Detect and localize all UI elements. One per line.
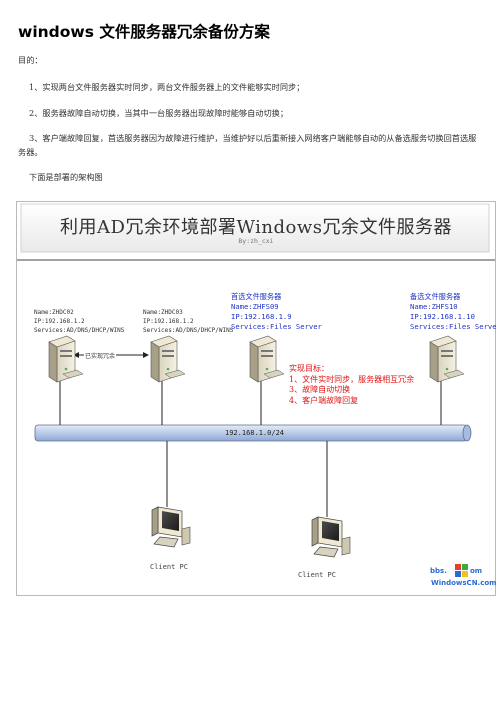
purpose-label: 目的： [18,55,43,65]
banner [17,203,495,261]
purpose-item-3: 3、客户端故障回复，首选服务器因为故障进行维护，当维护好以后重新接入网络客户端能… [18,133,477,157]
diagram-graphics [17,203,495,577]
watermark-bottom: WindowsCN.com [431,579,496,587]
architecture-diagram: 利用AD冗余环境部署Windows冗余文件服务器 By:zh_cxi Name:… [16,201,496,596]
server-zhfs10-label: 备选文件服务器 Name:ZHFS10 IP:192.168.1.10 Serv… [410,292,496,331]
diagram-banner-subtitle: By:zh_cxi [238,237,274,245]
server-zhdc02-label: Name:ZHDC02 IP:192.168.1.2 Services:AD/D… [34,309,125,334]
network-bar [34,424,472,442]
server-zhfs09-label: 首选文件服务器 Name:ZHFS09 IP:192.168.1.9 Servi… [231,292,322,331]
goal-item-3: 4、客户端故障回复 [289,395,359,405]
watermark-top-right: om [470,567,483,575]
goal-item-1: 1、文件实时同步，服务器相互冗余 [289,374,415,384]
goal-item-2: 3、故障自动切换 [289,385,351,394]
goals-box: 实现目标： 1、文件实时同步，服务器相互冗余 3、故障自动切换 4、客户端故障回… [289,364,414,406]
client-pc-label-2: Client PC [298,571,336,579]
server-zhdc03-label: Name:ZHDC03 IP:192.168.1.2 Services:AD/D… [143,309,234,334]
connector-lines [59,380,442,517]
intro-text: 下面是部署的架构图 [29,172,103,182]
windowscn-logo-icon [455,564,468,577]
diagram-banner-title: 利用AD冗余环境部署Windows冗余文件服务器 [60,217,452,238]
purpose-item-1: 1、实现两台文件服务器实时同步，两台文件服务器上的文件能够实时同步； [29,82,305,92]
client-pc-icon-2 [311,516,351,558]
goals-title: 实现目标： [289,364,329,373]
watermark-top: bbs. [430,567,447,575]
redundancy-link-label: 已实现冗余 [84,351,117,360]
client-pc-icon-1 [151,506,191,548]
purpose-item-2: 2、服务器故障自动切换，当其中一台服务器出现故障时能够自动切换； [29,108,289,118]
keyboard-icons [62,369,465,379]
network-label: 192.168.1.0/24 [225,429,285,437]
client-pc-label-1: Client PC [150,563,188,571]
document-title: windows 文件服务器冗余备份方案 [18,23,270,41]
